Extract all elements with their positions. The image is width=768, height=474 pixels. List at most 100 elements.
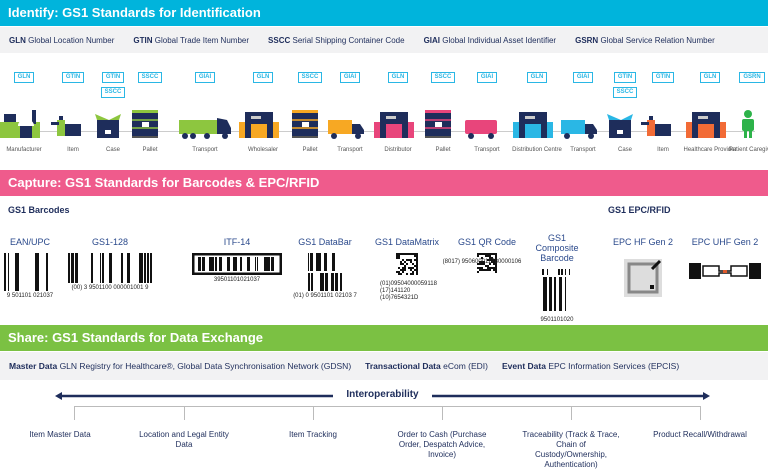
module [414,255,416,257]
carrier-name: EAN/UPC [9,237,50,247]
bar [16,253,18,291]
bar [211,257,214,271]
module [485,253,487,255]
rfid-heading: GS1 EPC/RFID [608,205,671,215]
factory-icon [0,108,54,140]
module [495,257,497,259]
module [404,269,406,271]
data-type: Transactional Data [365,361,441,371]
identifier-tag: GLN [387,72,409,83]
bar [319,253,321,271]
identify-header: Identify: GS1 Standards for Identificati… [0,0,768,26]
carrier-name: GS1 DataMatrix [374,237,440,247]
identifier-tag: GIAI [194,72,216,83]
module [485,269,487,271]
module [416,255,418,257]
bar [257,257,258,271]
module [481,267,483,269]
module [481,261,483,263]
node-label: Patient Caregiver [728,147,768,153]
bar [335,273,337,291]
bar [561,277,562,311]
module [479,261,481,263]
node-label: Pallet [435,147,451,153]
module [495,271,497,273]
identifier-tags: GIAI [320,72,380,108]
bar [215,257,217,271]
bar [561,269,562,275]
module [406,253,408,255]
identifier-name: Global Service Relation Number [600,35,715,45]
carrier-symbol [191,252,283,277]
module [406,263,408,265]
module [477,253,479,255]
identifier-tag: GLN [526,72,548,83]
module [489,269,491,271]
module [402,259,404,261]
data-exchange-item: Transactional Data eCom (EDI) [365,361,488,371]
identifier-tags: GIAI [553,72,613,108]
bar [542,269,543,275]
carrier-qr: GS1 QR Code(8017) 950600011780000106 [432,237,542,273]
pallet-icon [413,108,473,140]
module [416,253,418,255]
module [491,257,493,259]
carrier-name: GS1 DataBar [298,237,352,247]
bar [233,257,234,271]
node-label: Case [105,147,120,153]
module [485,265,487,267]
bar [234,257,237,271]
module [412,271,414,273]
node-label: Distributor [384,147,412,153]
bar [543,269,544,275]
carrier-symbol [622,257,664,301]
bar [559,277,560,311]
module [493,267,495,269]
node-label: Manufacturer [6,147,42,153]
module [416,261,418,263]
module [489,253,491,255]
use-case: Item Master Data [29,430,91,439]
module [404,267,406,269]
module [398,273,400,275]
module [495,267,497,269]
module [491,261,493,263]
module [495,261,497,263]
use-case: Item Tracking [288,430,337,439]
module [410,273,412,275]
identifier-tag: SSCC [137,72,163,83]
module [398,257,400,259]
module [412,253,414,255]
bar [545,277,547,311]
bar [227,257,230,271]
bracket-tick [74,406,75,420]
bar [547,269,548,275]
truck-icon [553,108,613,140]
bar [209,257,211,271]
bar [565,269,566,275]
module [493,263,495,265]
module [479,253,481,255]
module [416,257,418,259]
use-case: Location and Legal Entity Data [139,430,229,449]
bar [324,253,327,271]
module [404,253,406,255]
carrier-uhf: EPC UHF Gen 2 [670,237,768,281]
module [402,267,404,269]
bar [122,253,123,283]
item-icon [43,108,103,140]
identifier-abbr: GSRN [575,35,599,45]
bar [320,273,322,291]
bar [565,277,566,311]
module [416,259,418,261]
module [398,255,400,257]
module [412,267,414,269]
pallet-icon [120,108,180,140]
